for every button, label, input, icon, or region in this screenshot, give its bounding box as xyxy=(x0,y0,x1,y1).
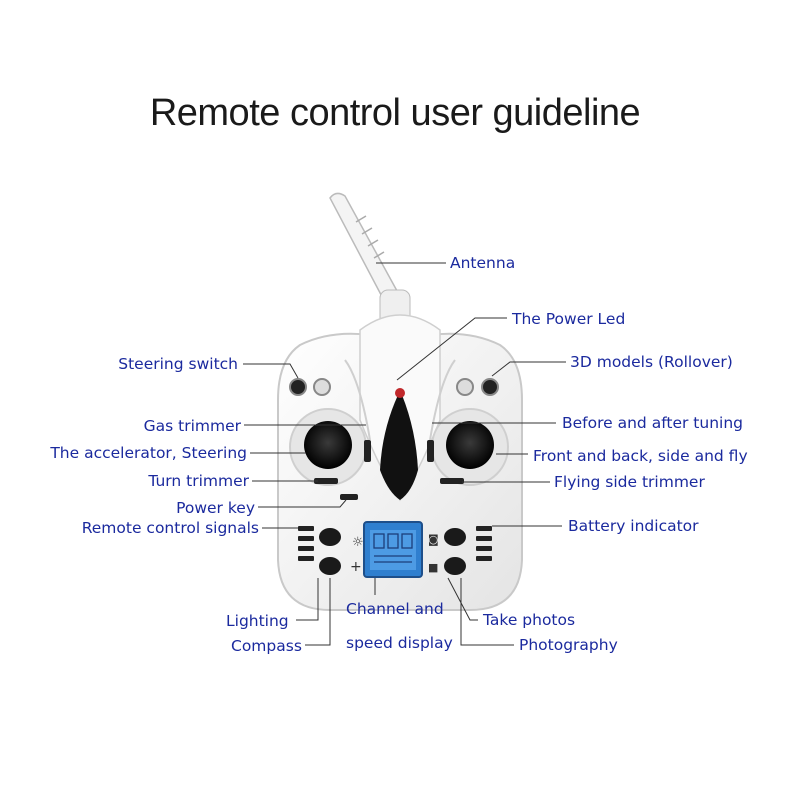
power-led-dot xyxy=(395,388,405,398)
svg-text:◙: ◙ xyxy=(428,533,439,546)
gas-trimmer-slot xyxy=(364,440,371,462)
label-power-led: The Power Led xyxy=(512,310,626,328)
label-front-back-side-fly: Front and back, side and fly xyxy=(533,447,748,465)
label-compass: Compass xyxy=(231,637,302,655)
label-flying-side-trimmer: Flying side trimmer xyxy=(554,473,705,491)
compass-button xyxy=(319,557,341,575)
rollover-switch-knob xyxy=(481,378,499,396)
svg-text:☼: ☼ xyxy=(352,535,364,550)
label-turn-trimmer: Turn trimmer xyxy=(148,472,249,490)
label-3d-models: 3D models (Rollover) xyxy=(570,353,733,371)
label-gas-trimmer: Gas trimmer xyxy=(143,417,241,435)
label-power-key: Power key xyxy=(176,499,255,517)
page-title: Remote control user guideline xyxy=(149,92,641,134)
label-photography: Photography xyxy=(519,636,618,654)
label-remote-control-signals: Remote control signals xyxy=(81,519,259,537)
label-take-photos: Take photos xyxy=(483,611,576,629)
label-lighting: Lighting xyxy=(226,612,289,630)
antenna-part xyxy=(329,192,411,331)
label-antenna: Antenna xyxy=(450,254,516,272)
controller-body: ☼ + ◙ ■ xyxy=(277,314,523,611)
label-accelerator-steering: The accelerator, Steering xyxy=(50,444,247,462)
svg-text:+: + xyxy=(350,559,362,575)
label-channel-and: Channel and xyxy=(346,600,444,618)
label-battery-indicator: Battery indicator xyxy=(568,517,699,535)
left-stick xyxy=(304,421,352,469)
svg-text:■: ■ xyxy=(428,561,438,574)
label-before-after-tuning: Before and after tuning xyxy=(562,414,743,432)
label-speed-display: speed display xyxy=(346,634,453,652)
leader-lines xyxy=(243,262,566,646)
steering-switch-knob xyxy=(289,378,307,396)
power-key-slot xyxy=(340,494,358,500)
label-steering-switch: Steering switch xyxy=(118,355,238,373)
right-stick xyxy=(446,421,494,469)
